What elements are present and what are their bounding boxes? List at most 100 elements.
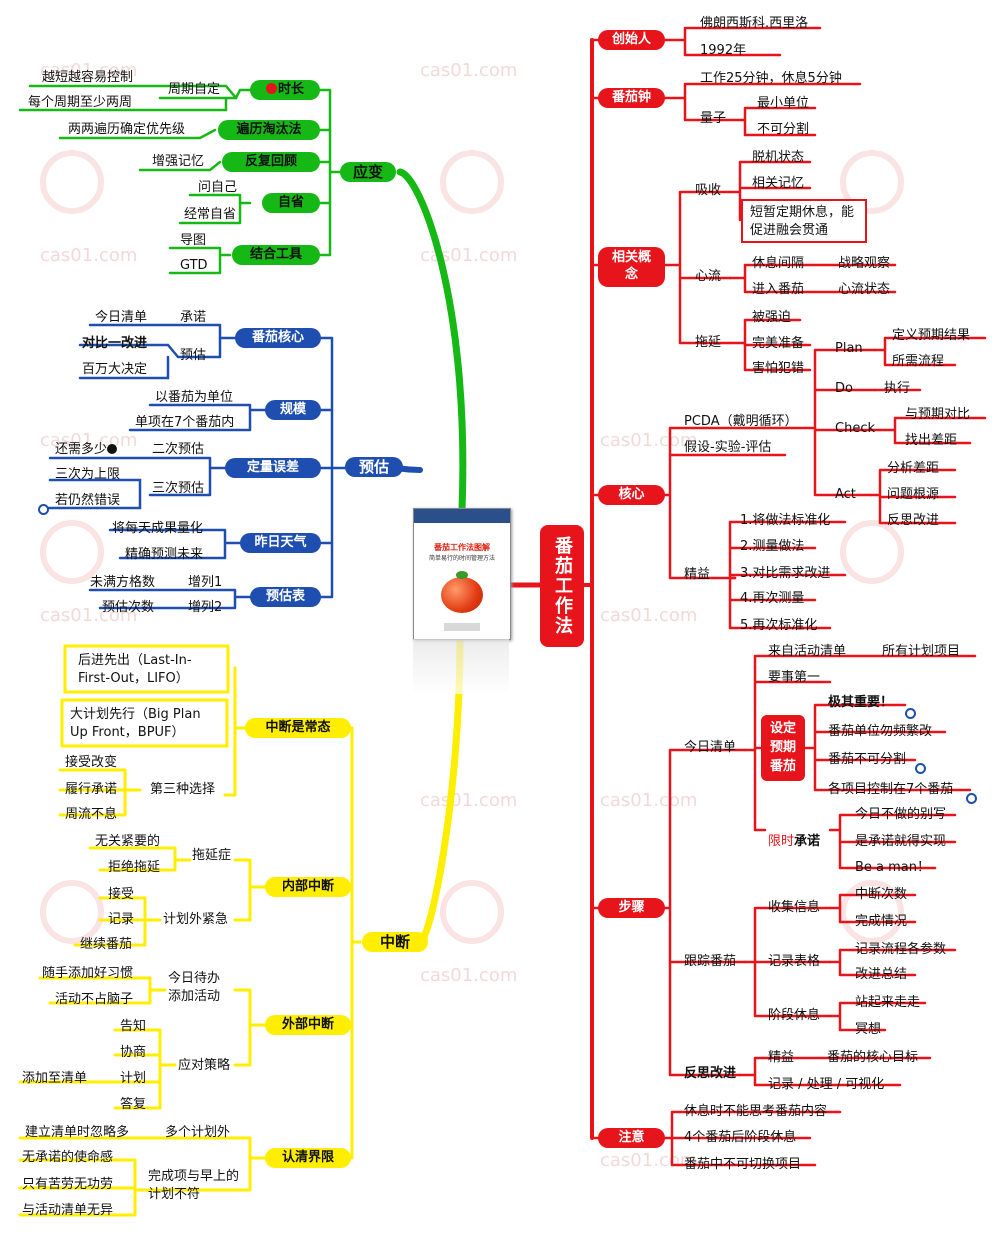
node-core: 核心 bbox=[598, 485, 665, 505]
leaf-text: 反思改进 bbox=[887, 513, 940, 528]
leaf-text: 今日待办添加活动 bbox=[168, 971, 221, 1004]
leaf-text: 记录表格 bbox=[768, 954, 821, 969]
note-box: 短暂定期休息，能促进融会贯通 bbox=[750, 205, 855, 238]
tomato-icon bbox=[265, 83, 277, 94]
leaf-text: 番茄单位勿频繁改 bbox=[828, 724, 933, 739]
node-estimate: 预估 bbox=[345, 457, 403, 477]
leaf-text: 将每天成果量化 bbox=[112, 521, 204, 536]
leaf-text: 完成项与早上的计划不符 bbox=[148, 1169, 240, 1202]
node-commit: 限时承诺 bbox=[768, 834, 820, 850]
leaf-text: 5.再次标准化 bbox=[740, 618, 818, 633]
leaf-text: 来自活动清单 bbox=[768, 644, 847, 659]
watermark-text: cas01.com bbox=[600, 605, 698, 626]
leaf-text: 心流 bbox=[695, 269, 722, 284]
watermark-text: cas01.com bbox=[40, 60, 138, 81]
book-subtitle: 简单易行的时间管理方法 bbox=[428, 555, 495, 562]
leaf-text: 周流不息 bbox=[65, 807, 118, 822]
leaf-text: 量子 bbox=[700, 111, 727, 126]
leaf-text: 休息间隔 bbox=[752, 256, 805, 271]
leaf-text: 休息时不能思考番茄内容 bbox=[684, 1104, 828, 1119]
leaf-text: PCDA（戴明循环） bbox=[684, 414, 798, 429]
leaf-text: 今日清单 bbox=[95, 310, 148, 325]
leaf-text: 后进先出（Last-In-First-Out，LIFO） bbox=[78, 653, 192, 686]
leaf-text: 多个计划外 bbox=[165, 1125, 231, 1140]
watermark-ring bbox=[40, 880, 104, 944]
leaf-text: 协商 bbox=[120, 1045, 147, 1060]
expand-icon[interactable] bbox=[915, 763, 926, 774]
leaf-text: Be a man！ bbox=[855, 860, 931, 875]
leaf-text: 找出差距 bbox=[905, 433, 958, 448]
node-weather: 昨日天气 bbox=[240, 533, 321, 553]
leaf-text: 记录流程各参数 bbox=[855, 942, 947, 957]
node-introspect: 自省 bbox=[262, 193, 320, 213]
leaf-text: 大计划先行（Big Plan Up Front，BPUF） bbox=[70, 707, 201, 740]
leaf-text: 跟踪番茄 bbox=[684, 954, 737, 969]
leaf-text: 阶段休息 bbox=[768, 1008, 821, 1023]
leaf-text: 添加至清单 bbox=[22, 1071, 88, 1086]
leaf-text: 未满方格数 bbox=[90, 575, 156, 590]
leaf-text: 极其重要！ bbox=[828, 695, 894, 710]
leaf-text: Check bbox=[835, 421, 875, 436]
node-duration-label: 时长 bbox=[277, 82, 304, 97]
leaf-text: 无承诺的使命感 bbox=[22, 1150, 114, 1165]
node-adapt: 应变 bbox=[340, 162, 396, 182]
watermark-text: cas01.com bbox=[420, 60, 518, 81]
leaf-text: 经常自省 bbox=[184, 207, 237, 222]
leaf-text: 番茄中不可切换项目 bbox=[684, 1157, 802, 1172]
watermark-ring bbox=[840, 880, 904, 944]
leaf-text: 应对策略 bbox=[178, 1058, 231, 1073]
leaf-text: 问自己 bbox=[198, 180, 238, 195]
tomato-leaf-icon bbox=[456, 571, 468, 579]
leaf-text: 建立清单时忽略多 bbox=[25, 1125, 130, 1140]
leaf-text: 拖延症 bbox=[192, 848, 232, 863]
node-interrupt: 中断 bbox=[362, 932, 428, 952]
leaf-text: 假设-实验-评估 bbox=[684, 440, 772, 455]
expand-icon[interactable] bbox=[966, 793, 977, 804]
node-scale: 规模 bbox=[265, 400, 321, 420]
node-external: 外部中断 bbox=[265, 1015, 351, 1035]
node-review: 反复回顾 bbox=[222, 152, 320, 172]
book-strip bbox=[414, 509, 510, 523]
leaf-text: Plan bbox=[835, 341, 863, 356]
leaf-text: 今日清单 bbox=[684, 740, 737, 755]
leaf-text: 记录 bbox=[108, 912, 135, 927]
leaf-text: 问题根源 bbox=[887, 487, 940, 502]
leaf-text: 计划 bbox=[120, 1071, 147, 1086]
leaf-text: 不可分割 bbox=[757, 122, 810, 137]
limit-prefix: 限时 bbox=[768, 834, 795, 849]
expand-icon[interactable] bbox=[905, 708, 916, 719]
expand-icon[interactable] bbox=[38, 504, 49, 515]
leaf-text: 越短越容易控制 bbox=[42, 70, 134, 85]
watermark-ring bbox=[440, 880, 504, 944]
leaf-text: 4.再次测量 bbox=[740, 591, 805, 606]
center-topic: 番茄工作法 bbox=[540, 525, 584, 647]
watermark-ring bbox=[40, 520, 104, 584]
leaf-text: Do bbox=[835, 381, 853, 396]
leaf-text: Act bbox=[835, 487, 856, 502]
leaf-text: 对比一改进 bbox=[82, 336, 148, 351]
node-duration: 时长 bbox=[250, 80, 320, 100]
leaf-text: 精确预测未来 bbox=[125, 547, 204, 562]
leaf-text: 每个周期至少两周 bbox=[28, 95, 133, 110]
leaf-text: 害怕犯错 bbox=[752, 361, 805, 376]
leaf-text: 承诺 bbox=[180, 310, 207, 325]
book-reflection bbox=[413, 639, 509, 694]
watermark-ring bbox=[840, 150, 904, 214]
leaf-text: 只有苦劳无功劳 bbox=[22, 1177, 114, 1192]
book-cover-image: 番茄工作法图解 简单易行的时间管理方法 bbox=[413, 508, 511, 640]
leaf-text: 吸收 bbox=[695, 183, 722, 198]
leaf-text: 与活动清单无异 bbox=[22, 1203, 114, 1218]
remain-label: 还需多少 bbox=[55, 442, 108, 457]
node-table: 预估表 bbox=[250, 587, 321, 607]
node-concepts: 相关概念 bbox=[598, 247, 665, 287]
leaf-text: 执行 bbox=[884, 381, 911, 396]
leaf-text: 活动不占脑子 bbox=[55, 992, 134, 1007]
node-clock: 番茄钟 bbox=[598, 88, 665, 108]
leaf-text: 拖延 bbox=[695, 335, 722, 350]
leaf-text: 接受改变 bbox=[65, 755, 118, 770]
leaf-text: 1.将做法标准化 bbox=[740, 513, 831, 528]
leaf-text: 1992年 bbox=[700, 43, 747, 58]
leaf-text: 无关紧要的 bbox=[95, 834, 161, 849]
leaf-text: 所有计划项目 bbox=[882, 644, 961, 659]
